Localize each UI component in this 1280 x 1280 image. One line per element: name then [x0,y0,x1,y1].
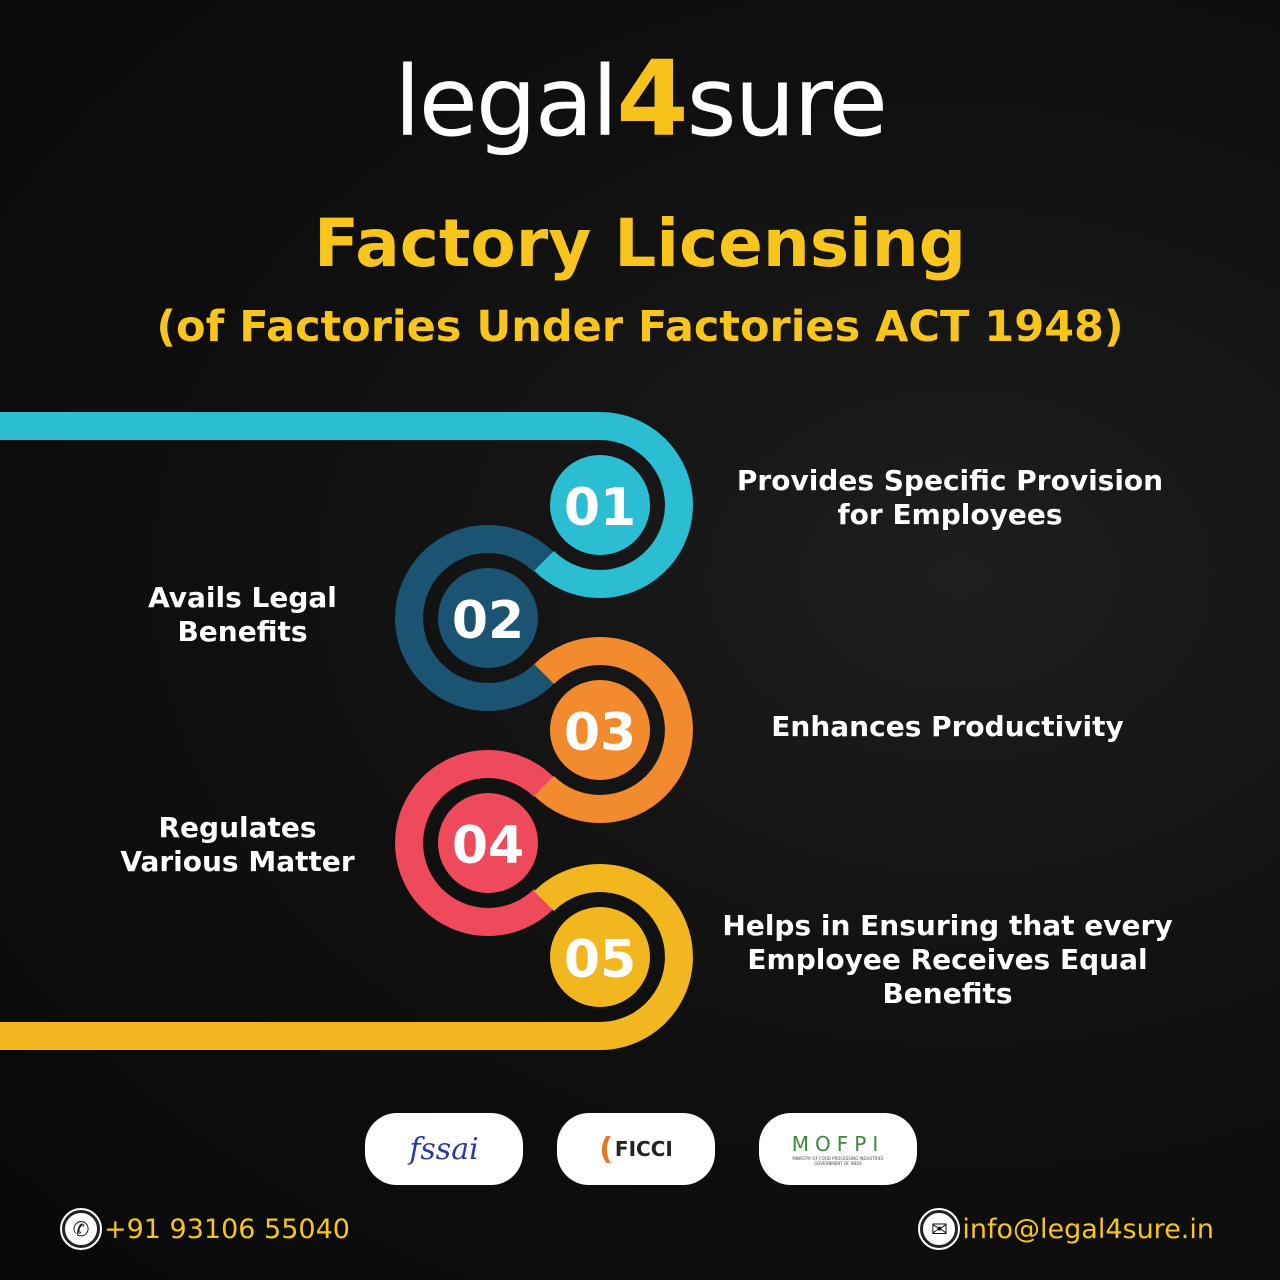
step-text-04: Regulates Various Matter [120,811,355,878]
fssai-text: fssai [409,1131,479,1167]
ficci-swoosh-icon: ( [599,1131,613,1167]
ring-05 [0,864,693,1050]
step-circle-03 [550,680,650,780]
step-text-05: Helps in Ensuring that every Employee Re… [722,909,1173,1010]
fssai-logo: fssai [365,1113,523,1185]
ring-01 [0,412,693,598]
mofpi-text: MOFPI [791,1132,885,1156]
brand-logo: legal4sure [0,38,1280,160]
step-text-03: Enhances Productivity [771,710,1124,743]
step-number-03: 03 [564,703,636,763]
phone-icon: ✆ [60,1208,102,1250]
step-number-05: 05 [564,930,636,990]
phone-number: +91 93106 55040 [104,1213,350,1245]
step-number-04: 04 [452,816,524,876]
ring-04 [395,750,554,936]
step-text-01: Provides Specific Provision for Employee… [736,464,1164,531]
ficci-text: FICCI [614,1137,673,1161]
ring-03 [534,637,693,823]
step-number-01: 01 [564,478,636,538]
step-number-02: 02 [452,591,524,651]
logo-text-2: 4 [616,38,688,160]
logo-text-1: legal [394,46,618,158]
email-contact[interactable]: ✉info@legal4sure.in [918,1208,1214,1250]
page-title: Factory Licensing [313,205,966,282]
step-text-02: Avails Legal Benefits [148,581,337,648]
step-circle-04 [438,793,538,893]
page-subtitle: (of Factories Under Factories ACT 1948) [156,302,1124,352]
phone-contact[interactable]: ✆+91 93106 55040 [60,1208,350,1250]
logo-text-3: sure [686,46,888,158]
email-address: info@legal4sure.in [962,1213,1214,1245]
step-circle-01 [550,455,650,555]
ring-02 [395,525,554,711]
mail-icon: ✉ [918,1208,961,1250]
mofpi-subtext: MINISTRY OF FOOD PROCESSING INDUSTRIES G… [792,1156,884,1166]
ficci-logo: (FICCI [557,1113,715,1185]
step-circle-02 [438,568,538,668]
step-circle-05 [550,907,650,1007]
